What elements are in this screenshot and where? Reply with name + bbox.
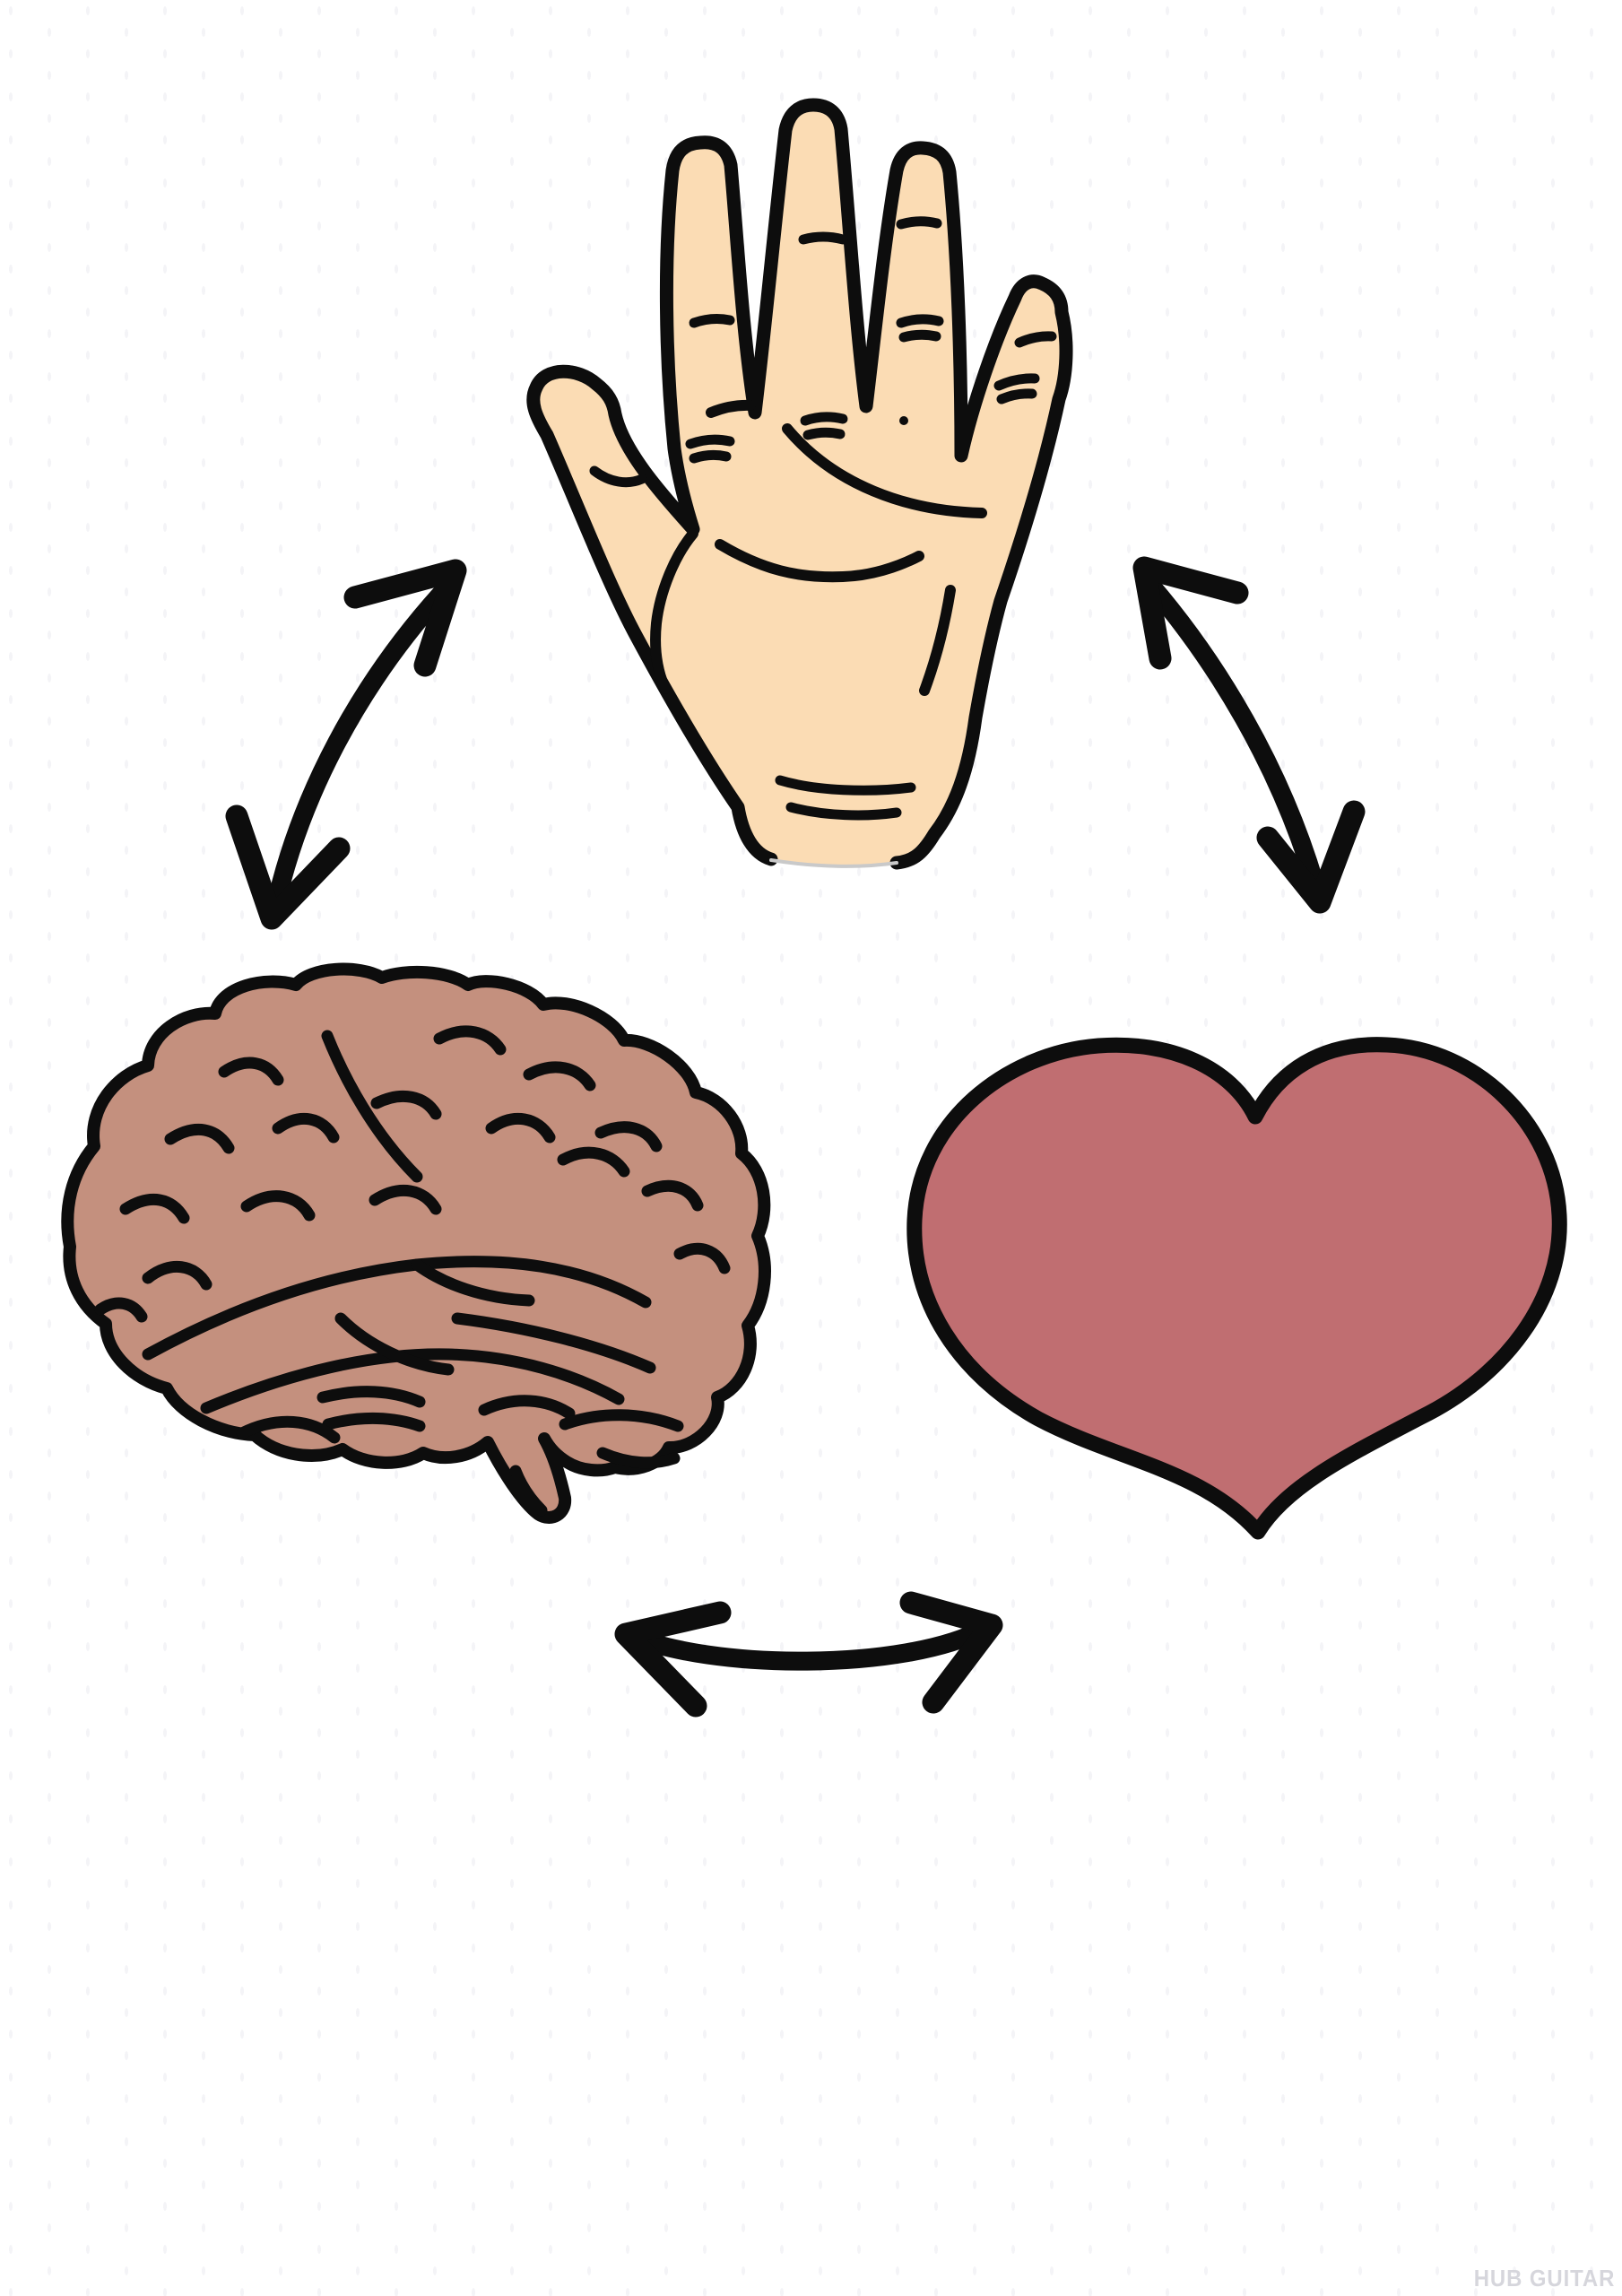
- watermark-text: HUB GUITAR: [1473, 2265, 1615, 2292]
- hand-icon: [526, 98, 1073, 870]
- arrow-hand-brain-icon: [225, 559, 467, 930]
- brain-icon: [61, 962, 771, 1524]
- arrow-hand-heart-icon: [1132, 556, 1366, 914]
- heart-icon: [906, 1037, 1567, 1540]
- arrow-brain-heart-icon: [614, 1591, 1003, 1718]
